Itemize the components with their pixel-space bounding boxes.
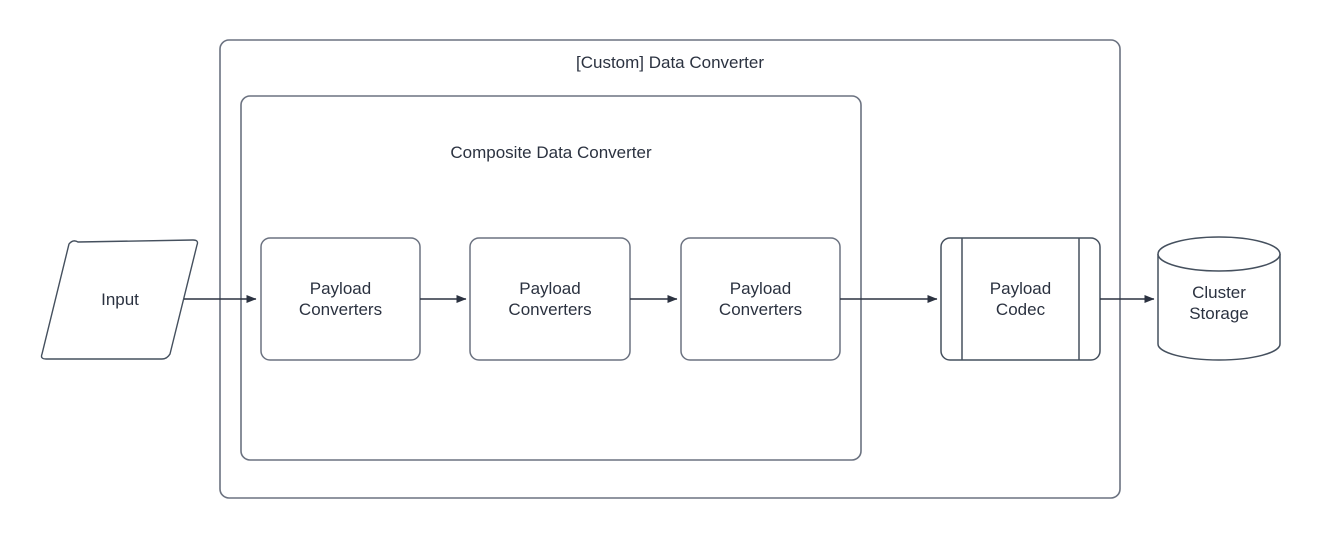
node-payload-converters-2-shape[interactable] bbox=[469, 237, 631, 361]
node-payload-converters-1-shape[interactable] bbox=[260, 237, 421, 361]
node-payload-converters-3-shape[interactable] bbox=[680, 237, 841, 361]
node-payload-codec-shape[interactable] bbox=[940, 237, 1101, 361]
node-cluster-storage-shape[interactable] bbox=[1157, 236, 1281, 361]
node-input-shape[interactable] bbox=[40, 239, 199, 360]
